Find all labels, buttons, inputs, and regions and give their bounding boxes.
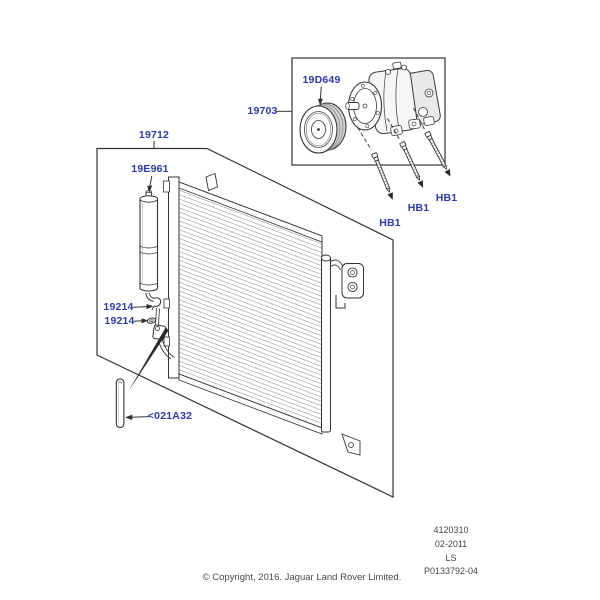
clutch-pulley xyxy=(299,102,347,154)
condenser-right-tube xyxy=(321,256,331,433)
copyright-notice: © Copyright, 2016. Jaguar Land Rover Lim… xyxy=(202,572,402,583)
callout-compressor[interactable]: 19703 xyxy=(247,105,278,118)
plate-model: LS xyxy=(445,552,457,563)
compressor-body xyxy=(345,61,441,136)
callout-fitting-upper[interactable]: 19214 xyxy=(103,301,134,314)
mounting-bolts xyxy=(357,107,454,202)
callout-bolt-left[interactable]: HB1 xyxy=(379,217,401,230)
receiver-drier xyxy=(139,190,159,292)
condenser-boundary-box xyxy=(96,147,394,498)
condenser-hook-bracket xyxy=(335,295,346,309)
callout-seal-strip[interactable]: <021A32 xyxy=(147,410,193,423)
condenser-top-clip xyxy=(205,172,219,192)
drawing-info-plate: 4120310 02-2011 LS P0133792-04 xyxy=(408,524,494,579)
callout-receiver-drier[interactable]: 19E961 xyxy=(131,163,169,175)
condenser-left-rail xyxy=(168,176,180,379)
callout-fitting-lower[interactable]: 19214 xyxy=(104,315,135,328)
leader-lines xyxy=(125,86,323,420)
condenser-pipe-bracket xyxy=(341,263,364,299)
callout-bolt-right[interactable]: HB1 xyxy=(435,192,458,205)
callout-clutch-pulley[interactable]: 19D649 xyxy=(302,74,341,86)
bolt-left xyxy=(370,151,397,202)
seal-strip xyxy=(115,378,125,429)
plate-date: 02-2011 xyxy=(434,538,468,549)
drier-plumbing xyxy=(128,292,175,392)
plate-part-code: 4120310 xyxy=(433,525,469,535)
pointer-wedge xyxy=(128,327,169,392)
bolt-right xyxy=(423,130,454,179)
condenser-lower-bracket xyxy=(341,433,361,456)
callout-condenser-assembly[interactable]: 19712 xyxy=(138,128,170,141)
callout-bolt-middle[interactable]: HB1 xyxy=(407,202,430,215)
fitting-upper-part xyxy=(151,297,162,310)
plate-doc-ref: P0133792-04 xyxy=(423,566,479,577)
condenser-core xyxy=(163,172,364,456)
